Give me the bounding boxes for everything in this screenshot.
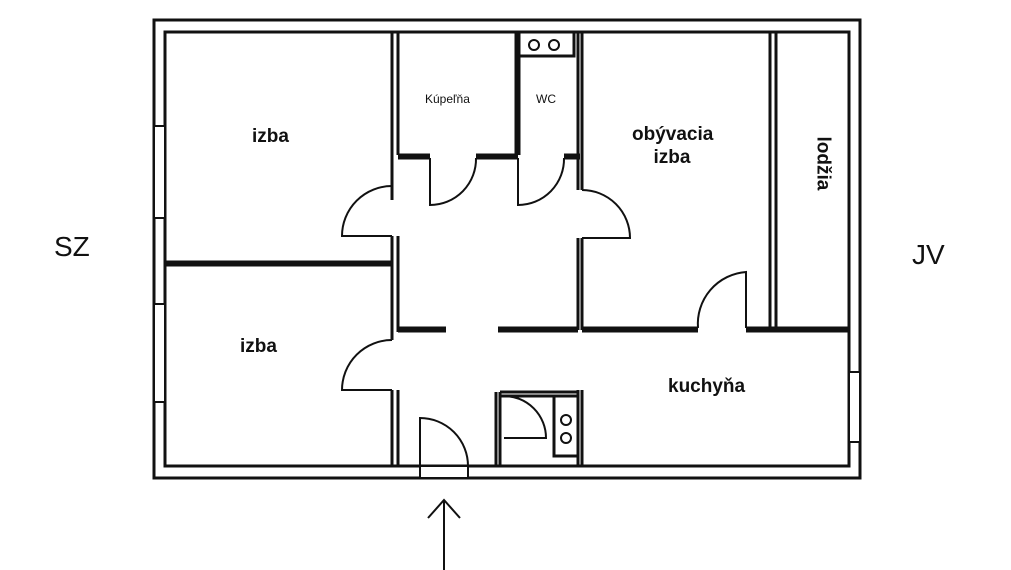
- door-swings: [340, 157, 747, 467]
- room-label-bathroom: Kúpeľňa: [425, 92, 470, 106]
- room-label-bedroom-bottom: izba: [240, 336, 277, 357]
- room-label-bedroom-top: izba: [252, 126, 289, 147]
- outer-wall: [152, 18, 862, 480]
- inner-wall: [163, 30, 851, 468]
- windows: [153, 125, 861, 479]
- room-label-living: obývacia izba: [632, 124, 714, 170]
- room-label-wc: WC: [536, 92, 556, 106]
- walls: [152, 18, 862, 480]
- room-label-living-line2: izba: [653, 146, 691, 168]
- room-label-kitchen: kuchyňa: [668, 376, 746, 397]
- room-label-living-line1: obývacia: [632, 124, 714, 145]
- compass-left: SZ: [54, 231, 90, 262]
- room-label-loggia: lodžia: [812, 136, 834, 191]
- arrow-up-icon: [427, 498, 461, 570]
- compass-right: JV: [912, 239, 945, 270]
- burners: [528, 39, 572, 444]
